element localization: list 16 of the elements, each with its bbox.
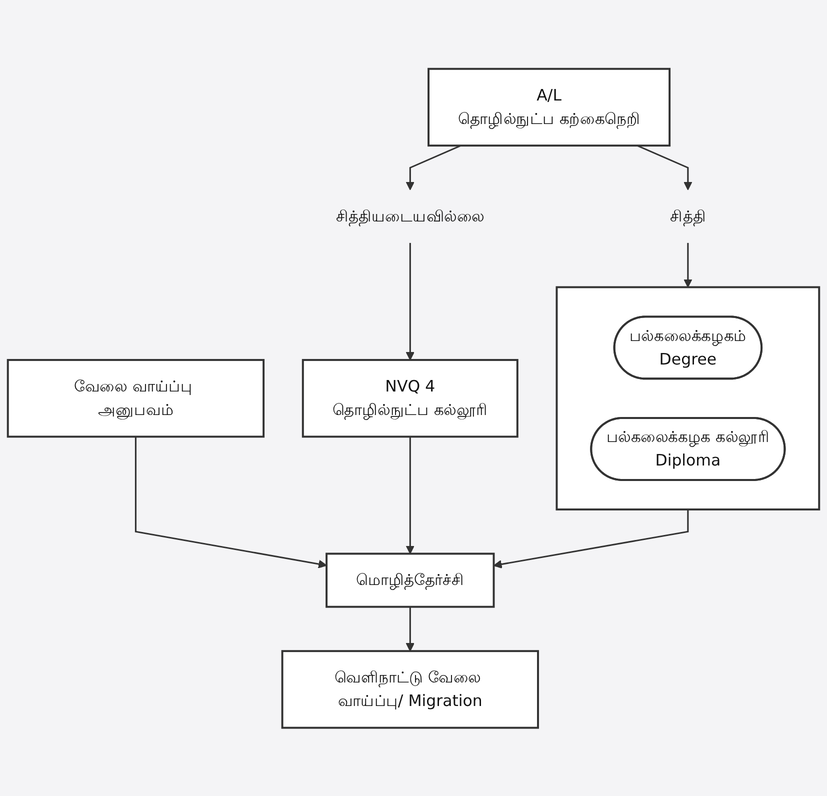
arrow bbox=[684, 242, 692, 288]
arrow bbox=[406, 606, 414, 652]
arrow bbox=[134, 436, 327, 568]
arrow bbox=[636, 144, 692, 190]
node-box: NVQ 4 தொழில்நுட்ப கல்லூரி bbox=[302, 358, 518, 438]
arrow bbox=[406, 436, 414, 554]
node-box: வெளிநாட்டு வேலை வாய்ப்பு/ Migration bbox=[281, 650, 539, 728]
arrow bbox=[406, 242, 414, 360]
node-text: சித்தி bbox=[670, 206, 706, 225]
node-box: வேலை வாய்ப்பு அனுபவம் bbox=[6, 358, 265, 438]
node-text: சித்தியடையவில்லை bbox=[336, 206, 484, 225]
arrow bbox=[406, 144, 462, 190]
node-box: A/L தொழில்நுட்ப கற்கைநெறி bbox=[428, 68, 671, 146]
arrow bbox=[493, 509, 689, 568]
node-box: மொழித்தேர்ச்சி bbox=[326, 552, 495, 608]
cluster bbox=[556, 286, 820, 510]
